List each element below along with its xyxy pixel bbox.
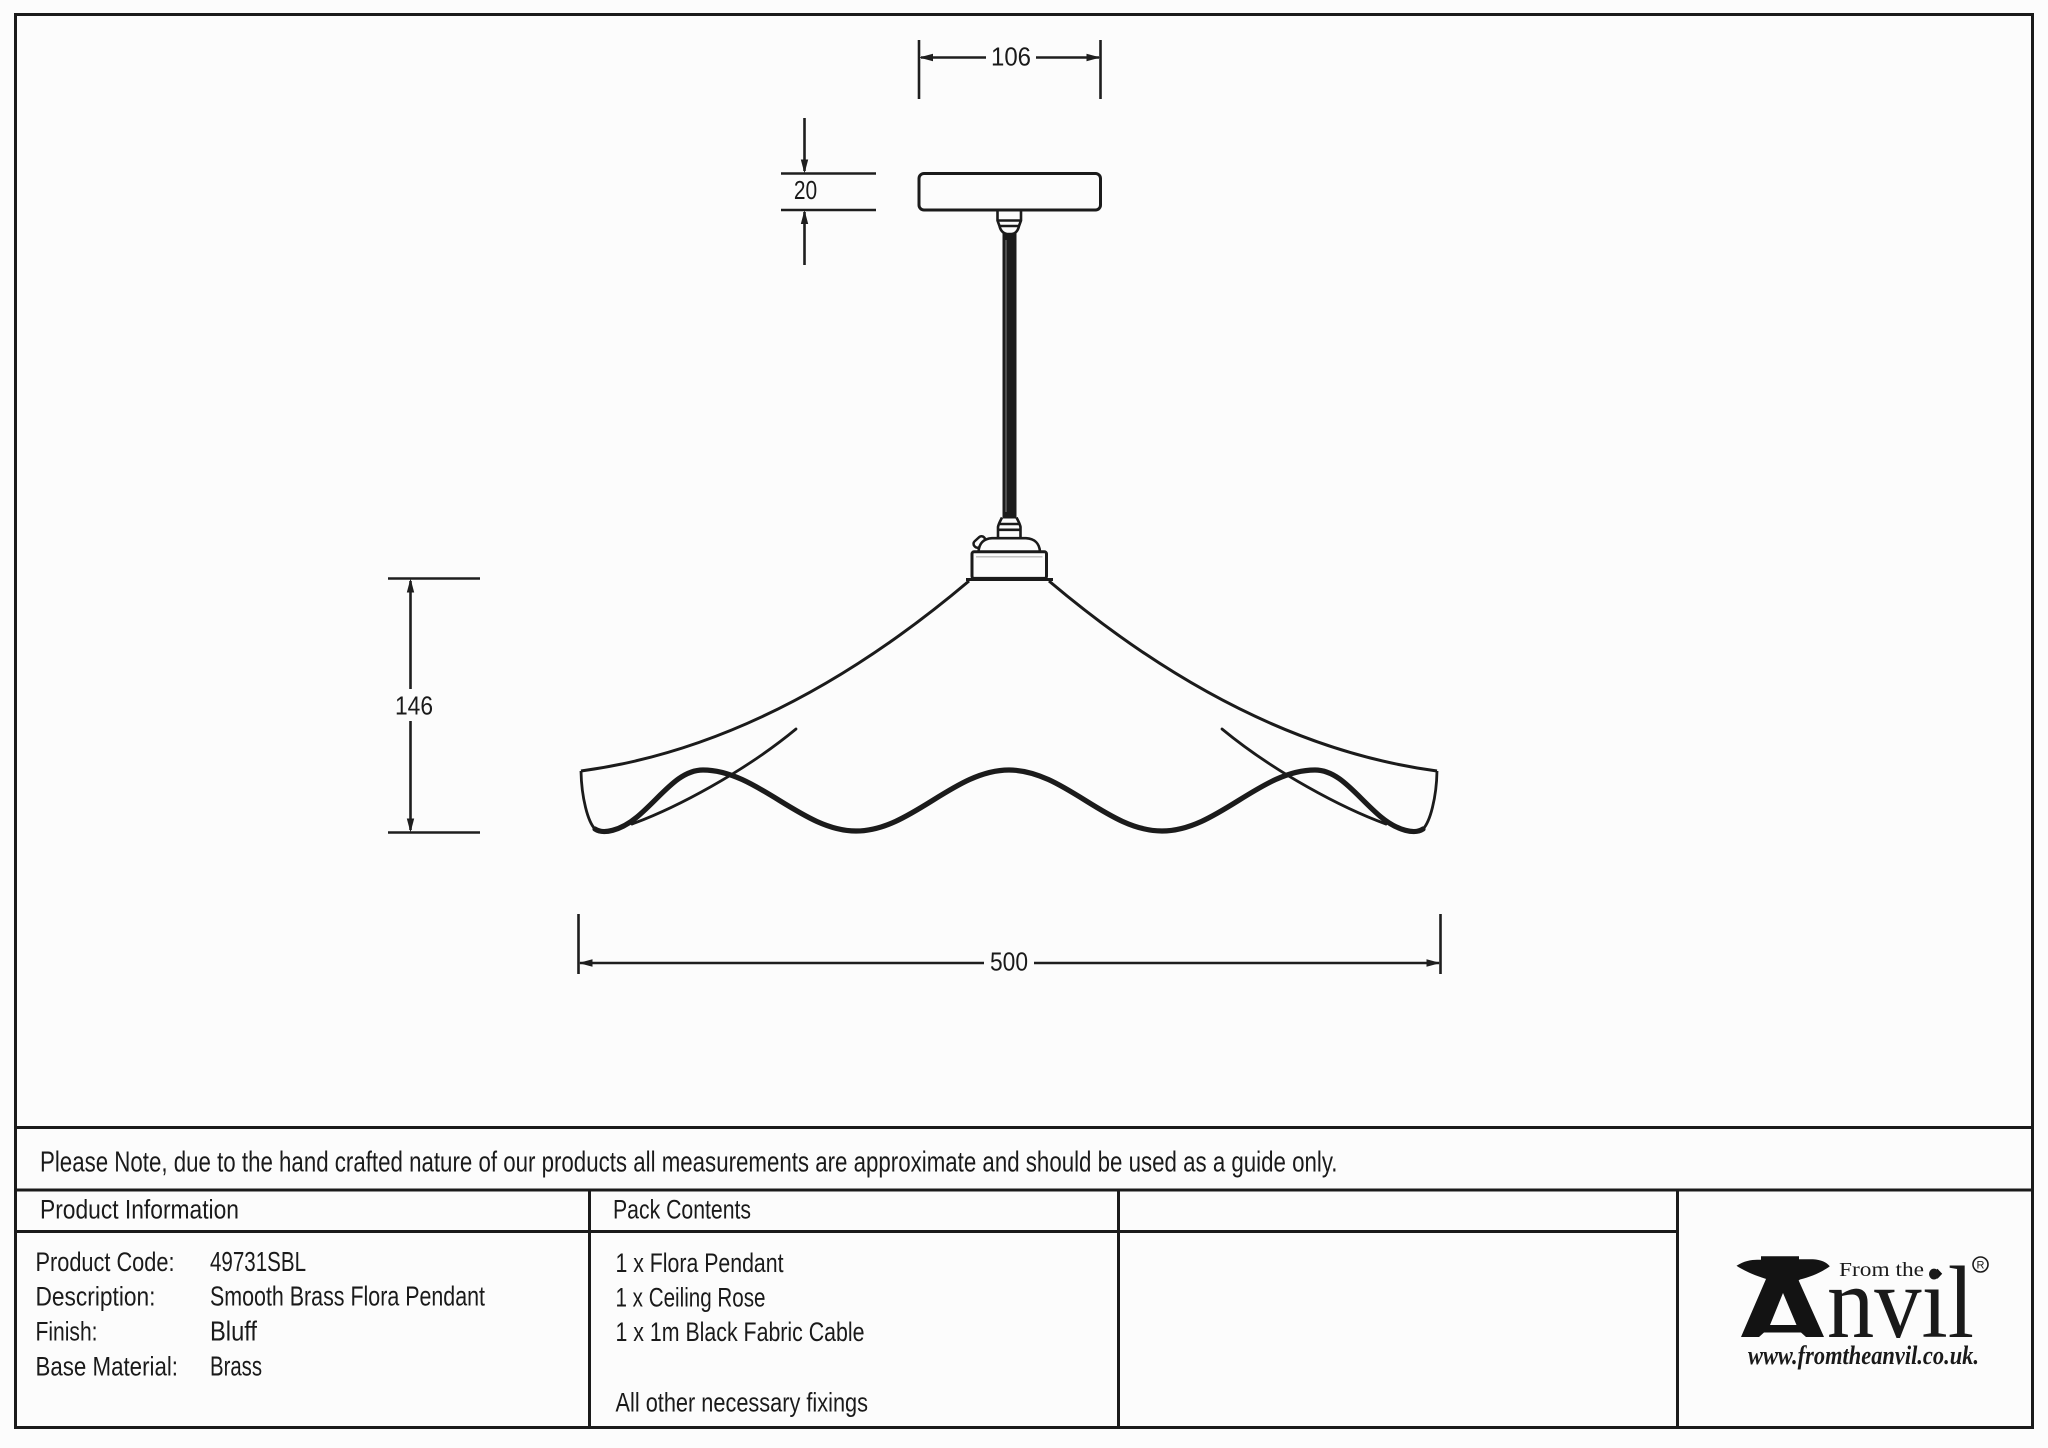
svg-text:20: 20	[794, 177, 817, 205]
svg-text:Finish:: Finish:	[36, 1317, 98, 1347]
svg-text:Bluff: Bluff	[210, 1316, 257, 1347]
svg-text:49731SBL: 49731SBL	[210, 1246, 306, 1277]
svg-text:From the: From the	[1839, 1259, 1924, 1281]
svg-text:500: 500	[990, 949, 1028, 977]
svg-text:Pack Contents: Pack Contents	[613, 1195, 751, 1225]
svg-text:Product Information: Product Information	[40, 1195, 239, 1225]
svg-text:R: R	[1977, 1260, 1985, 1272]
svg-text:Product Code:: Product Code:	[36, 1247, 175, 1277]
svg-text:Brass: Brass	[210, 1351, 262, 1382]
svg-text:1 x Flora Pendant: 1 x Flora Pendant	[616, 1248, 784, 1278]
svg-text:106: 106	[991, 44, 1031, 72]
svg-text:146: 146	[395, 693, 433, 721]
svg-text:Please Note, due to the hand c: Please Note, due to the hand crafted nat…	[40, 1147, 1338, 1179]
svg-text:All other necessary fixings: All other necessary fixings	[616, 1387, 869, 1417]
svg-text:1 x Ceiling Rose: 1 x Ceiling Rose	[616, 1283, 766, 1313]
svg-text:1 x 1m Black Fabric Cable: 1 x 1m Black Fabric Cable	[616, 1317, 865, 1347]
svg-text:nvil: nvil	[1827, 1246, 1974, 1360]
svg-text:Base Material:: Base Material:	[36, 1352, 179, 1382]
svg-text:www.fromtheanvil.co.uk.: www.fromtheanvil.co.uk.	[1748, 1341, 1979, 1370]
svg-text:Smooth Brass Flora Pendant: Smooth Brass Flora Pendant	[210, 1281, 485, 1312]
svg-text:Description:: Description:	[36, 1282, 156, 1312]
